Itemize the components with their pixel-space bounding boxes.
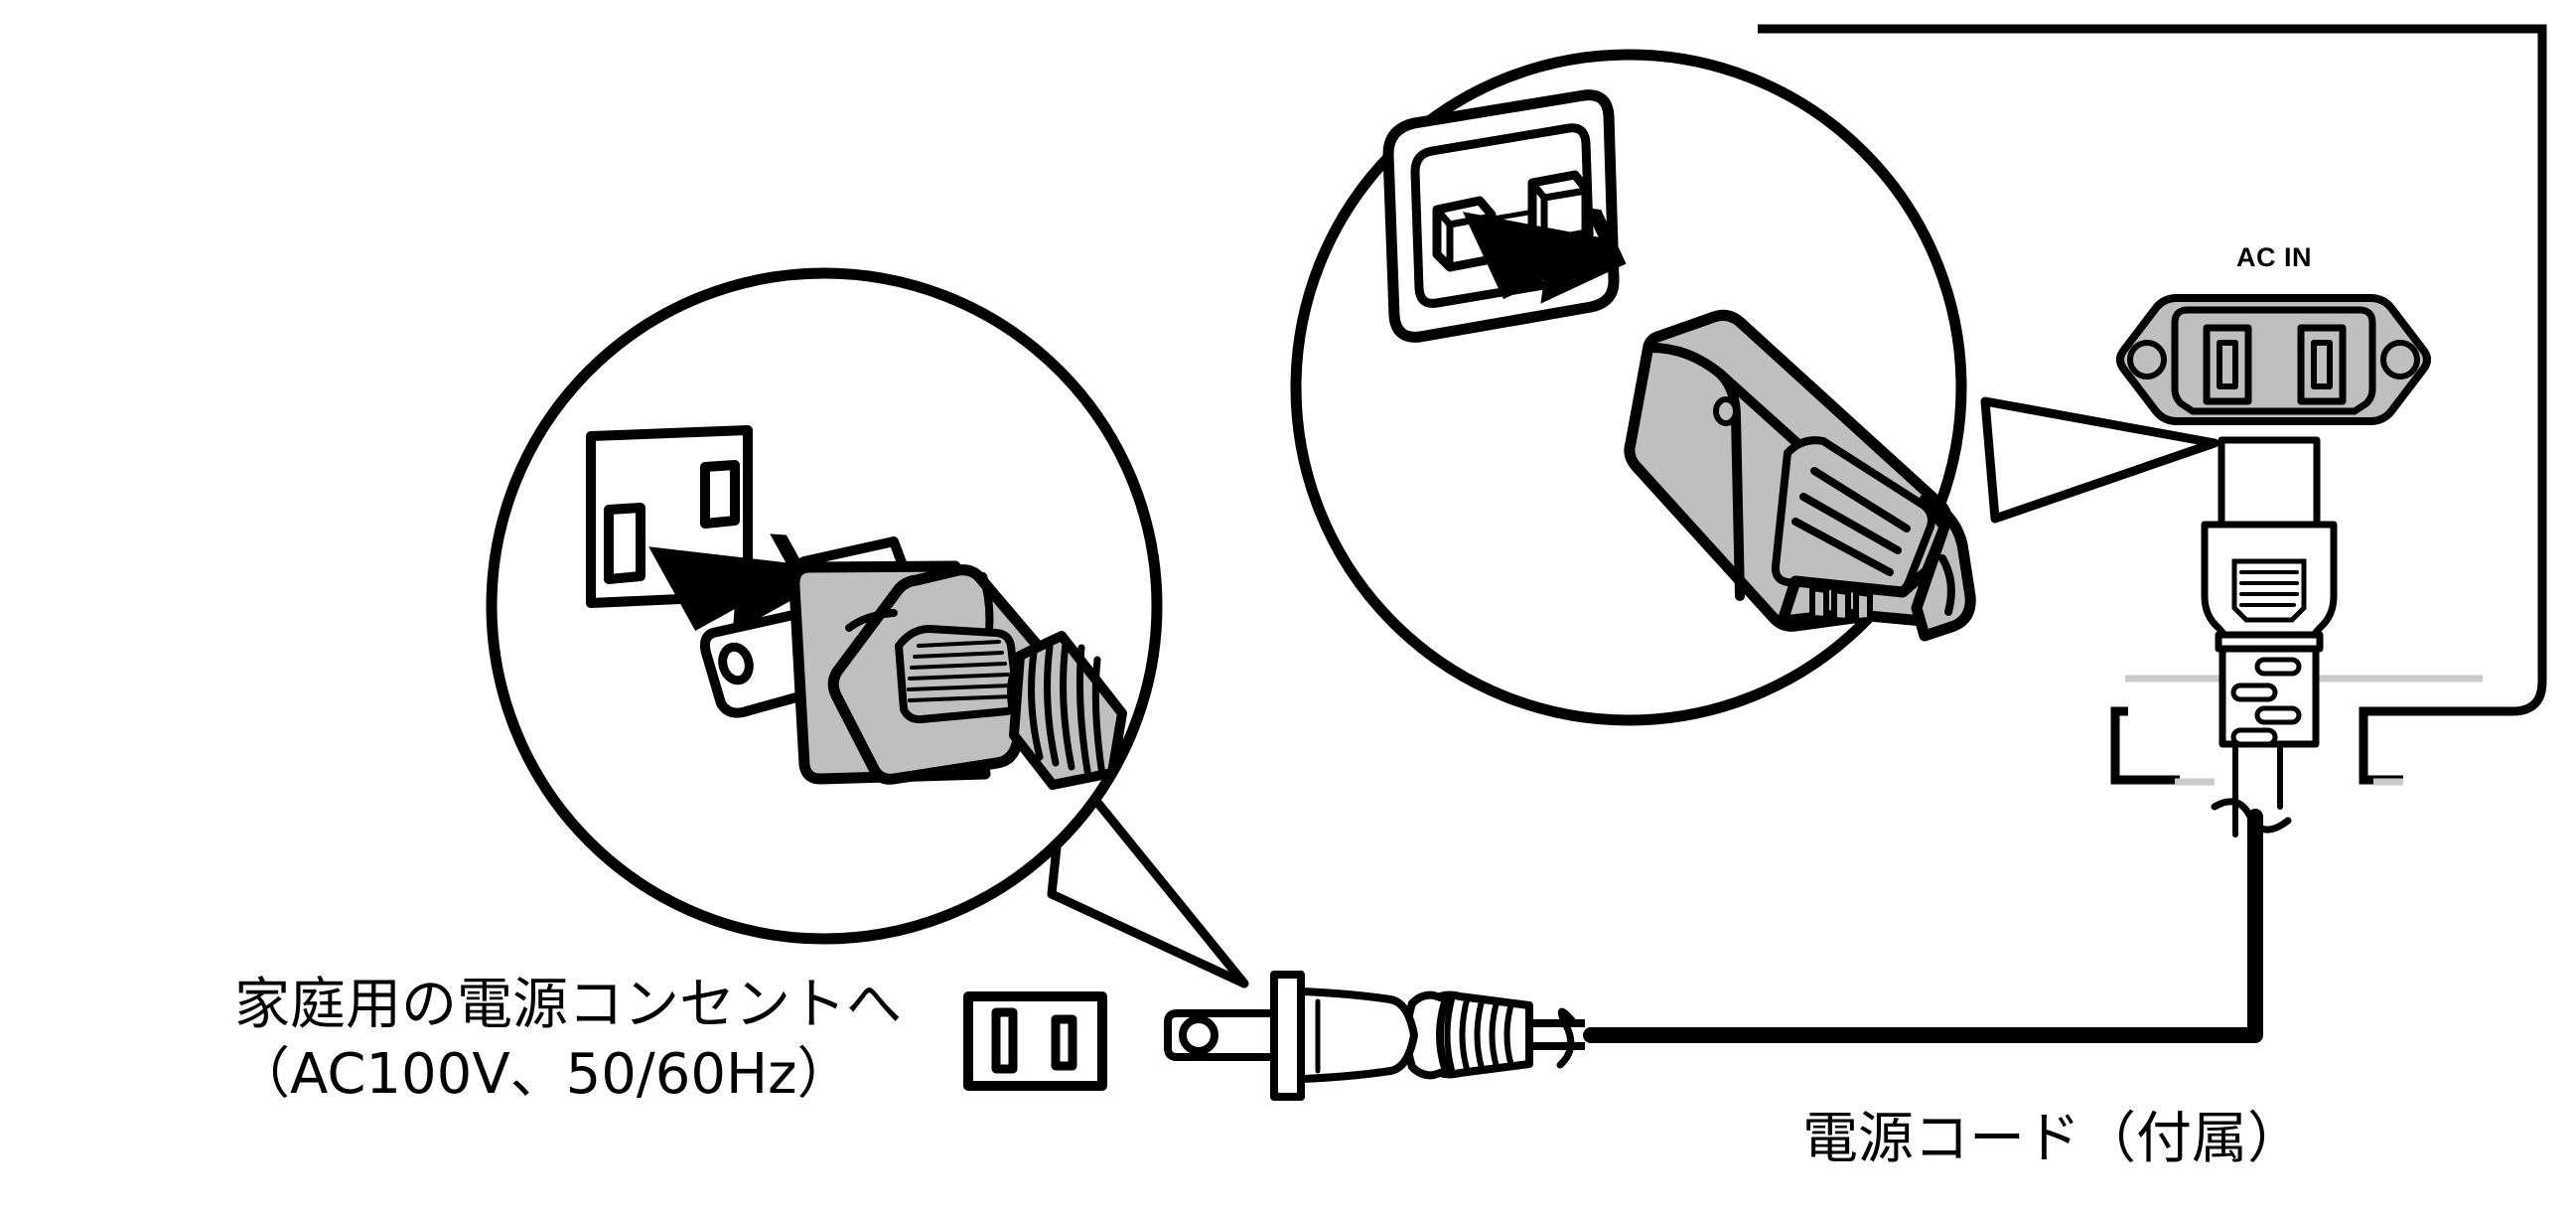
ac-inlet-pin-right (2311, 340, 2333, 389)
ac-in-label: AC IN (2236, 242, 2312, 272)
outlet-caption: 家庭用の電源コンセントへ （AC100V、50/60Hz） (234, 973, 902, 1107)
zoom-plug-prong-lower-hole (718, 642, 754, 685)
zoom-plug-grip-hatching (907, 640, 1015, 702)
insertion-arrow-icon-2 (1462, 207, 1627, 304)
iec-zoom-relief-slots (1809, 585, 1873, 624)
ac-inlet-screw-hole-right (2380, 340, 2420, 380)
power-cord-cable (1556, 798, 2292, 1069)
cord-path (1583, 809, 2263, 1043)
wall-plug (1164, 971, 1585, 1101)
plug-prong-hole (1179, 1015, 1218, 1055)
plug-body (1297, 987, 1418, 1083)
ac-inlet-zoom-circle (1290, 49, 1976, 726)
iec-connector-neck (2218, 436, 2321, 529)
outlet-caption-line1: 家庭用の電源コンセントへ (234, 973, 902, 1037)
wall-outlet-slot-right (700, 460, 740, 529)
device-outline-left-foot (2110, 706, 2180, 785)
iec-zoom-dimple (1713, 396, 1739, 426)
outlet-icon-slot-right (1051, 1014, 1077, 1071)
outlet-caption-line2: （AC100V、50/60Hz） (234, 1042, 853, 1107)
iec-connector-grip-outline (2231, 558, 2307, 623)
insertion-arrow-icon (648, 533, 815, 634)
plug-face-plate (1270, 971, 1305, 1101)
ac-inlet-screw-hole-left (2127, 340, 2167, 380)
iec-connector-grip-ribs (2239, 570, 2299, 607)
power-cord-caption: 電源コード（付属） (1802, 1107, 2303, 1171)
device-outline-right (1758, 24, 2547, 785)
iec-connector-plugged (2201, 436, 2338, 837)
ac-inlet-pin-left (2217, 340, 2238, 389)
outlet-icon-plate (963, 991, 1107, 1091)
iec-strain-relief-slots (2230, 657, 2302, 747)
wall-outlet-slot-left (604, 503, 645, 584)
plug-strain-relief (1436, 990, 1533, 1079)
zoom-plug-relief-ribs (1028, 640, 1106, 779)
wall-outlet-zoom-circle (486, 267, 1163, 945)
iec-zoom-grip-ribs (1791, 467, 1911, 576)
outlet-icon-slot-left (991, 1007, 1018, 1074)
plug-relief-ribs (1444, 996, 1514, 1073)
callout-leader-ac-inlet (1980, 396, 2219, 524)
ac-in-inlet: AC IN (2116, 242, 2431, 425)
wall-outlet-icon (963, 991, 1107, 1091)
